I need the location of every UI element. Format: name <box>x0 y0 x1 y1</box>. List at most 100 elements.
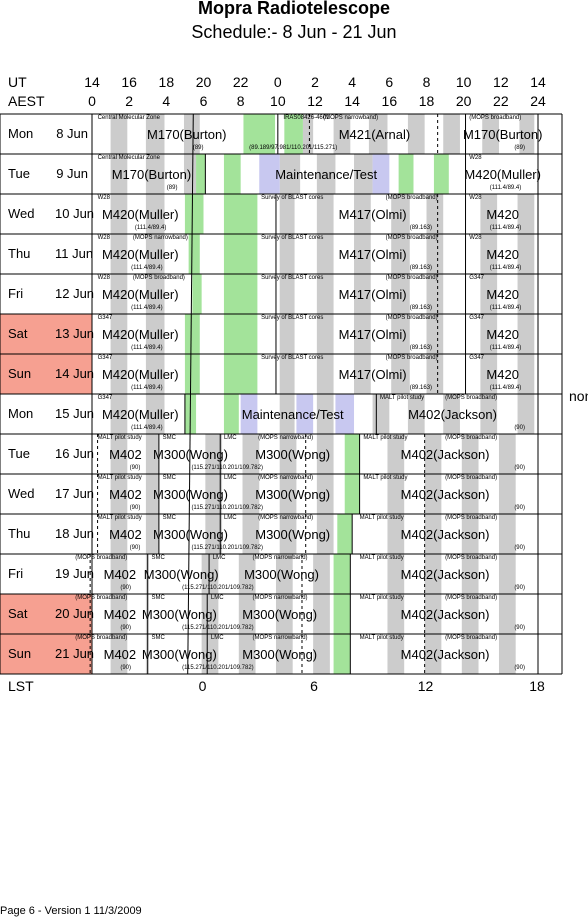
day-name: Sun <box>8 646 32 661</box>
gray-band <box>391 234 410 274</box>
session-note: (115.271/110.201/109.782) <box>191 465 263 471</box>
gray-band <box>316 154 336 194</box>
session-note: (111.4/89.4) <box>131 385 163 391</box>
gray-band <box>443 114 460 154</box>
gray-band <box>316 514 334 554</box>
maintenance-band <box>296 394 314 434</box>
session-note: (MOPS broadband) <box>385 315 438 321</box>
gray-band <box>279 234 295 274</box>
session-note: MALT pilot study <box>97 475 142 481</box>
gray-band <box>498 594 516 634</box>
weekend-highlight <box>0 354 92 394</box>
gray-band <box>279 514 297 554</box>
gray-band <box>461 514 479 554</box>
session-note: (111.4/89.4) <box>489 345 522 351</box>
gray-band <box>313 554 330 594</box>
session-note: W28 <box>469 235 482 241</box>
session-note: Central Molecular Zone <box>97 155 160 161</box>
day-name: Mon <box>8 406 34 421</box>
gray-band <box>316 274 334 314</box>
gray-band <box>316 434 334 474</box>
project-label: M417(Olmi) <box>338 327 407 342</box>
day-name: Fri <box>8 566 24 581</box>
project-label: M420 <box>486 287 519 302</box>
session-note: G347 <box>469 275 484 281</box>
session-note: G347 <box>97 355 113 361</box>
gray-band <box>110 354 128 394</box>
session-note: (115.271/110.201/109.782) <box>182 585 254 591</box>
project-label: M170(Burton) <box>147 127 227 142</box>
session-note: (89.163) <box>409 305 433 311</box>
day-name: Sun <box>8 366 32 381</box>
gray-band <box>279 394 295 434</box>
gray-band <box>145 434 159 474</box>
lst-tick: 6 <box>310 678 318 694</box>
gray-band <box>354 234 371 274</box>
ut-label: UT <box>8 74 27 90</box>
gray-band <box>110 114 128 154</box>
ut-tick: 14 <box>530 74 546 90</box>
day-name: Fri <box>8 286 24 301</box>
gray-band <box>426 314 444 354</box>
gray-band <box>461 554 479 594</box>
session-note: MALT pilot study <box>363 475 408 481</box>
project-label: M417(Olmi) <box>338 287 407 302</box>
gray-band <box>387 434 405 474</box>
day-name: Tue <box>8 446 30 461</box>
gray-band <box>424 634 442 674</box>
session-note: (MOPS broadband) <box>469 115 522 121</box>
day-date: 13 Jun <box>55 326 95 341</box>
gray-band <box>480 314 498 354</box>
aest-tick: 8 <box>236 93 245 109</box>
project-label: M300(Wong) <box>255 447 331 462</box>
project-label: Maintenance/Test <box>241 407 344 422</box>
project-label: M402 <box>103 567 137 582</box>
day-date: 18 Jun <box>55 526 95 541</box>
session-note: (MOPS narrowband) <box>323 115 379 121</box>
green-band <box>344 474 360 514</box>
gray-band <box>313 594 330 634</box>
project-label: M402 <box>103 607 137 622</box>
project-label: M417(Olmi) <box>338 367 407 382</box>
ut-tick: 12 <box>493 74 509 90</box>
gray-band <box>354 194 371 234</box>
session-note: (89.189/97.981/110.201/115.271) <box>249 145 338 151</box>
day-name: Thu <box>8 526 31 541</box>
session-note: G347 <box>469 355 484 361</box>
green-band <box>243 114 276 154</box>
day-date: 19 Jun <box>55 566 95 581</box>
gray-band <box>275 634 293 674</box>
none-note: none <box>569 388 588 404</box>
gray-band <box>145 594 148 634</box>
project-label: M402 <box>109 487 142 502</box>
green-band <box>223 314 258 354</box>
session-note: G347 <box>97 395 113 401</box>
session-note: Survey of BLAST cores <box>261 315 324 321</box>
aest-tick: 22 <box>493 93 509 109</box>
gray-band <box>145 634 148 674</box>
day-date: 11 Jun <box>55 246 94 261</box>
gray-band <box>145 234 165 274</box>
gray-band <box>517 234 535 274</box>
session-note: (115.271/110.201/109.782) <box>182 625 254 631</box>
session-note: (90) <box>129 505 141 511</box>
session-note: (89) <box>192 145 204 151</box>
session-note: Survey of BLAST cores <box>261 355 324 361</box>
session-note: (MOPS broadband) <box>445 515 498 521</box>
aest-label: AEST <box>8 93 45 109</box>
gray-band <box>145 114 165 154</box>
project-label: M300(Wong) <box>141 607 217 622</box>
session-note: MALT pilot study <box>359 515 404 521</box>
gray-band <box>426 354 444 394</box>
session-note: (115.271/110.201/109.782) <box>191 505 263 511</box>
ut-tick: 14 <box>84 74 100 90</box>
project-label: M402(Jackson) <box>400 647 490 662</box>
project-label: M420(Muller) <box>102 327 179 342</box>
session-note: MALT pilot study <box>97 515 142 521</box>
aest-tick: 2 <box>125 93 134 109</box>
session-note: (89.163) <box>409 265 433 271</box>
ut-tick: 22 <box>232 74 249 90</box>
session-note: (MOPS narrowband) <box>252 595 308 601</box>
day-date: 17 Jun <box>55 486 95 501</box>
gray-band <box>201 594 219 634</box>
